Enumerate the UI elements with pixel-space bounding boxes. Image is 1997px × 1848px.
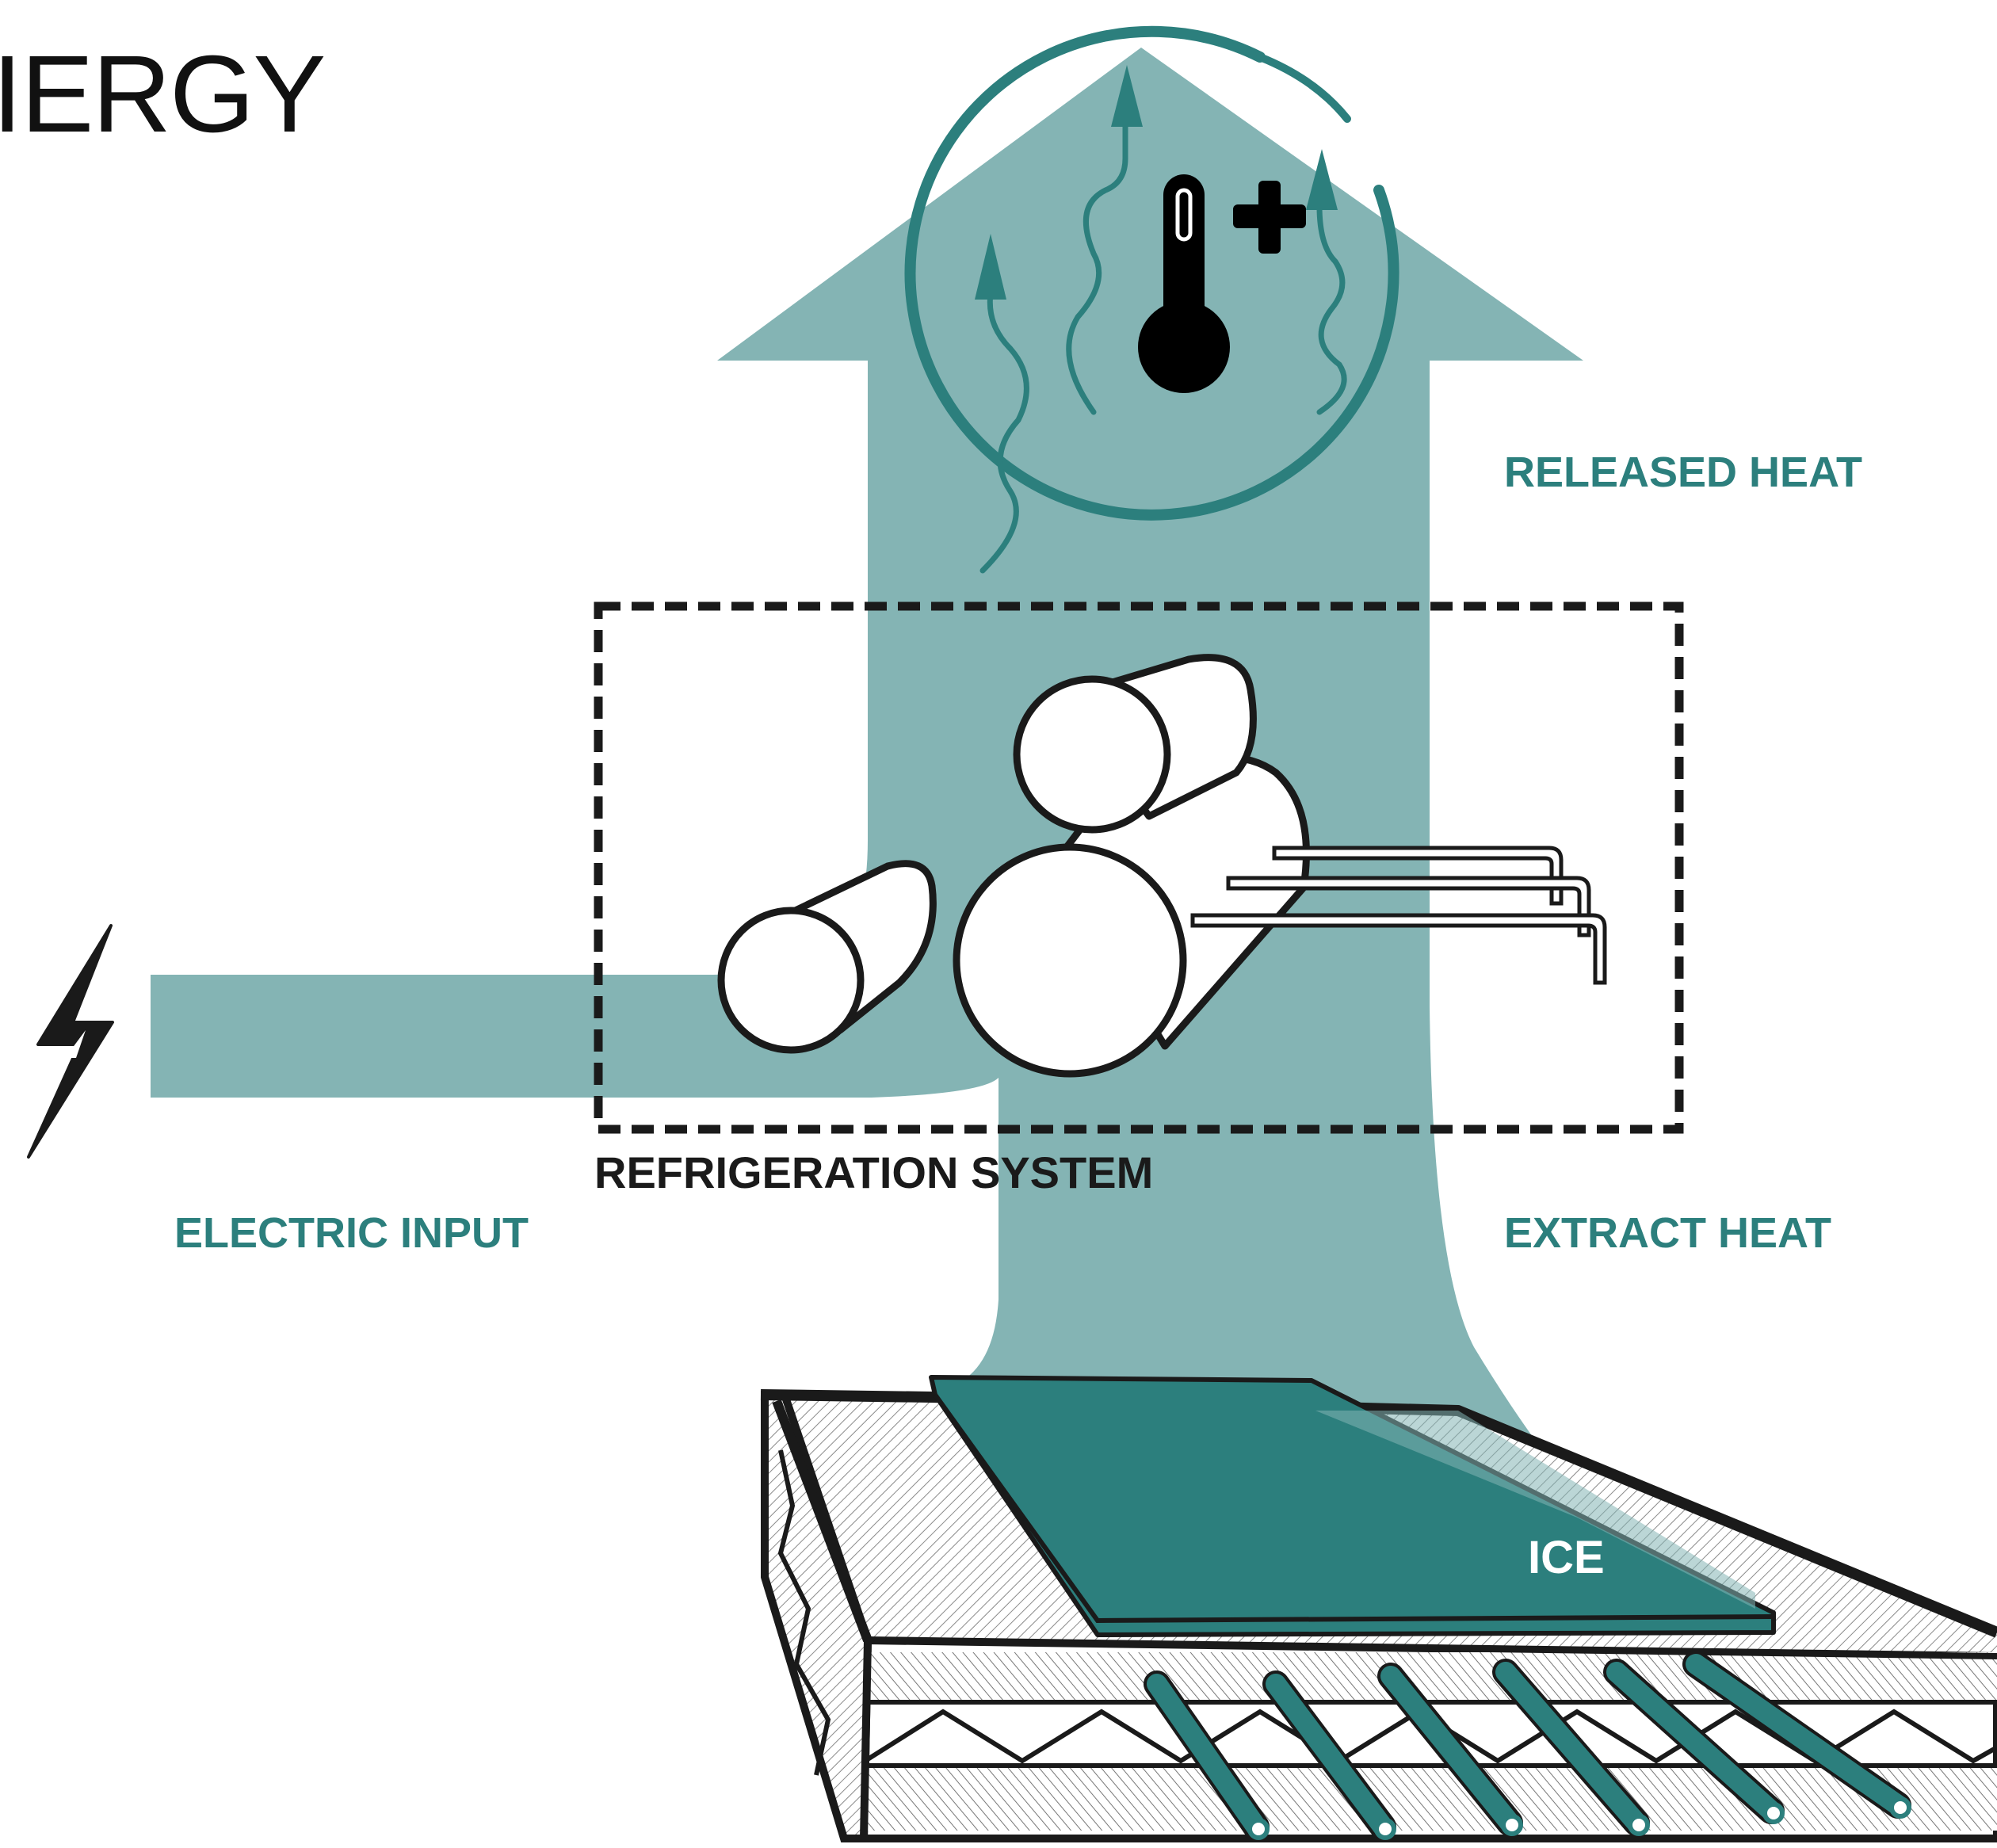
refrigeration-system-label: REFRIGERATION SYSTEM <box>594 1147 1154 1197</box>
thermometer-icon <box>1138 174 1230 393</box>
refrigeration-system-boundary <box>594 601 1684 1134</box>
heat-release-badge <box>904 25 1399 574</box>
large-cylinder-end <box>953 843 1187 1078</box>
page-title-fragment: IERGY <box>0 33 326 155</box>
insulation-zigzag <box>866 1709 1997 1764</box>
upper-cylinder-end <box>1013 675 1171 834</box>
refrigerant-pipes <box>1190 846 1607 985</box>
ice-label: ICE <box>1528 1532 1605 1583</box>
heat-wave-arrow-icon <box>979 108 1347 574</box>
extract-heat-label: EXTRACT HEAT <box>1504 1209 1831 1257</box>
heat-arrowhead-center <box>1111 65 1143 127</box>
heat-arrowhead-left <box>975 234 1006 300</box>
cooling-pipes <box>1144 1651 1911 1840</box>
energy-flow-arrow <box>151 48 1755 1593</box>
lightning-bolt-icon <box>27 924 114 1159</box>
refrigeration-machinery <box>717 654 1310 1078</box>
heat-arrowhead-right <box>1306 149 1338 210</box>
plus-icon <box>1233 181 1306 254</box>
released-heat-label: RELEASED HEAT <box>1504 449 1863 496</box>
ice-rink-slab <box>760 1375 1997 1842</box>
electric-input-label: ELECTRIC INPUT <box>174 1209 529 1257</box>
heat-circle-outline <box>904 25 1399 521</box>
small-cylinder-end <box>717 907 865 1054</box>
